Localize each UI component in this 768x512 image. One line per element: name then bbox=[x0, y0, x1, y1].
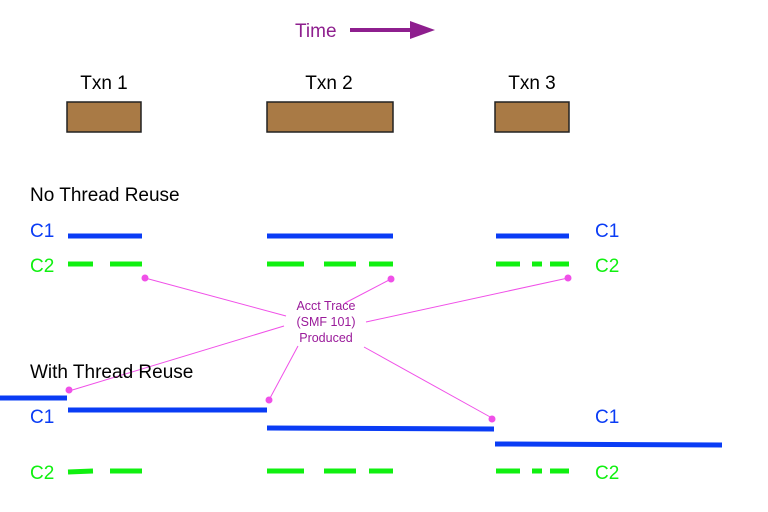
txn-box bbox=[494, 101, 570, 133]
txn-box bbox=[66, 101, 142, 133]
trace-connectors bbox=[68, 277, 569, 419]
time-label: Time bbox=[295, 21, 337, 42]
c1-label: C1 bbox=[595, 407, 619, 428]
section-title-no-reuse: No Thread Reuse bbox=[30, 185, 180, 206]
c1-label: C1 bbox=[595, 221, 619, 242]
time-arrow-icon bbox=[350, 21, 435, 39]
trace-point-icons bbox=[65, 274, 572, 423]
c2-label: C2 bbox=[595, 256, 619, 277]
c2-label: C2 bbox=[595, 463, 619, 484]
c2-label: C2 bbox=[30, 256, 54, 277]
annotation-line-1: Acct Trace bbox=[296, 299, 355, 313]
c1-reuse-thread-line bbox=[0, 395, 723, 448]
c1-label: C1 bbox=[30, 407, 54, 428]
txn-box bbox=[266, 101, 394, 133]
txn-label: Txn 1 bbox=[80, 73, 128, 94]
txn-label: Txn 3 bbox=[508, 73, 556, 94]
c2-label: C2 bbox=[30, 463, 54, 484]
c2-thread-dashes bbox=[67, 468, 569, 475]
c1-label: C1 bbox=[30, 221, 54, 242]
txn-label: Txn 2 bbox=[305, 73, 353, 94]
section-title-with-reuse: With Thread Reuse bbox=[30, 362, 193, 383]
annotation-line-3: Produced bbox=[299, 331, 353, 345]
annotation-line-2: (SMF 101) bbox=[296, 315, 355, 329]
